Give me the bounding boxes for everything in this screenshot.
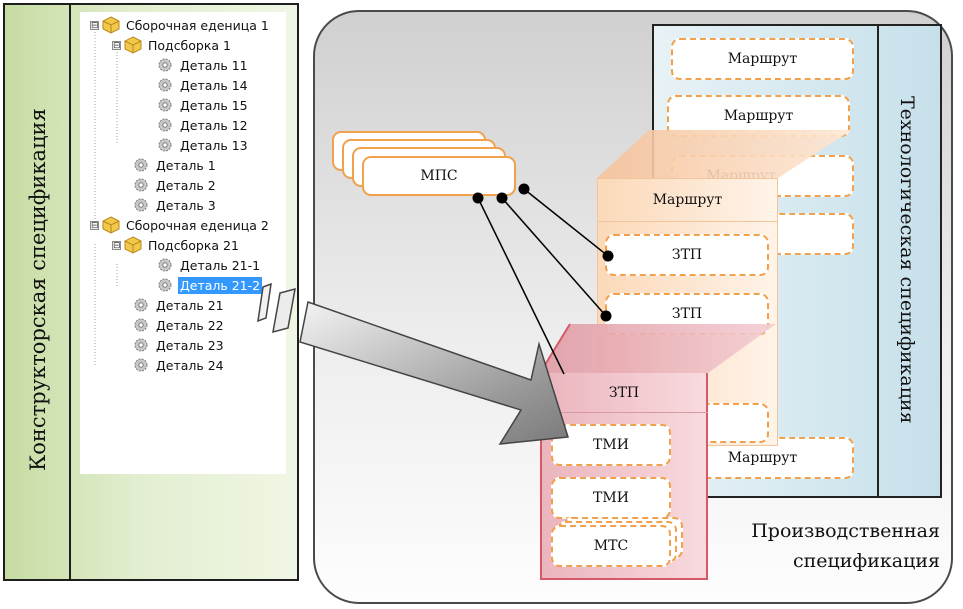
- tree-lines: [94, 32, 118, 366]
- tree-item-label: Деталь 3: [156, 197, 216, 213]
- tech-spec-title: Технологическая спецификация: [896, 96, 918, 424]
- tree-item-part[interactable]: Деталь 1: [132, 155, 218, 175]
- gear-icon: [158, 278, 172, 292]
- tree-item-part[interactable]: Деталь 21-1: [156, 255, 262, 275]
- tree-item-assembly-1[interactable]: ⊟ Сборочная еденица 1: [90, 15, 271, 35]
- gear-icon: [158, 78, 172, 92]
- gear-icon: [134, 178, 148, 192]
- tree-item-label: Деталь 21-2: [178, 276, 263, 294]
- box-icon: [102, 216, 120, 234]
- tree-item-label: Деталь 11: [180, 57, 248, 73]
- tree-item-part[interactable]: Деталь 13: [156, 135, 250, 155]
- collapse-toggle[interactable]: ⊟: [90, 20, 99, 31]
- gear-icon: [158, 138, 172, 152]
- route-block-title: Маршрут: [597, 178, 778, 222]
- tree-item-label: Подсборка 1: [148, 37, 231, 53]
- tree-item-label: Деталь 2: [156, 177, 216, 193]
- tree-item-label: Деталь 13: [180, 137, 248, 153]
- tree-item-label: Деталь 1: [156, 157, 216, 173]
- design-spec-divider: [69, 3, 71, 581]
- tree-item-part[interactable]: Деталь 11: [156, 55, 250, 75]
- tree-item-part[interactable]: Деталь 2: [132, 175, 218, 195]
- selection-arrow: [257, 282, 569, 445]
- gear-icon: [134, 358, 148, 372]
- gear-icon: [134, 338, 148, 352]
- tree-item-assembly-2[interactable]: ⊟ Сборочная еденица 2: [90, 215, 271, 235]
- gear-icon: [158, 98, 172, 112]
- box-icon: [124, 236, 142, 254]
- ztp-block-title: ЗТП: [540, 373, 708, 413]
- tree-item-label: Деталь 23: [156, 337, 224, 353]
- mts-card[interactable]: МТС: [551, 525, 671, 567]
- box-icon: [124, 36, 142, 54]
- tree-item-label: Подсборка 21: [148, 237, 239, 253]
- collapse-toggle[interactable]: ⊟: [90, 220, 99, 231]
- connector-dots: [472, 183, 614, 322]
- tree-item-part[interactable]: Деталь 23: [132, 335, 226, 355]
- tree-item-part[interactable]: Деталь 12: [156, 115, 250, 135]
- tree-item-label: Деталь 21: [156, 297, 224, 313]
- tree-item-subassembly-1[interactable]: ⊟ Подсборка 1: [112, 35, 233, 55]
- tech-spec-divider: [877, 24, 879, 498]
- tree-item-part[interactable]: Деталь 3: [132, 195, 218, 215]
- tree-item-part[interactable]: Деталь 22: [132, 315, 226, 335]
- mps-card[interactable]: [362, 156, 516, 196]
- mps-label: МПС: [420, 168, 458, 184]
- tree-item-label: Деталь 12: [180, 117, 248, 133]
- tree-item-label: Сборочная еденица 2: [126, 217, 269, 233]
- tree-item-part[interactable]: Деталь 24: [132, 355, 226, 375]
- connector-lines: [477, 188, 609, 375]
- tree-item-part[interactable]: Деталь 21: [132, 295, 226, 315]
- gear-icon: [134, 198, 148, 212]
- tmi-card[interactable]: ТМИ: [551, 424, 671, 466]
- tree-item-label: Деталь 15: [180, 97, 248, 113]
- tree-item-label: Деталь 24: [156, 357, 224, 373]
- tree-item-label: Деталь 22: [156, 317, 224, 333]
- tree-item-subassembly-21[interactable]: ⊟ Подсборка 21: [112, 235, 241, 255]
- ztp-card[interactable]: ЗТП: [605, 234, 769, 276]
- gear-icon: [158, 118, 172, 132]
- tree-item-label: Сборочная еденица 1: [126, 17, 269, 33]
- gear-icon: [158, 58, 172, 72]
- tree-item-part-selected[interactable]: Деталь 21-2: [156, 275, 263, 295]
- gear-icon: [134, 158, 148, 172]
- gear-icon: [134, 318, 148, 332]
- route-card[interactable]: Маршрут: [671, 38, 854, 80]
- tree-item-part[interactable]: Деталь 15: [156, 95, 250, 115]
- route-block-top-face: [597, 130, 852, 178]
- box-icon: [102, 16, 120, 34]
- production-spec-title-line1: Производственная: [751, 520, 940, 542]
- gear-icon: [134, 298, 148, 312]
- collapse-toggle[interactable]: ⊟: [112, 40, 121, 51]
- production-spec-title: Производственная спецификация: [700, 516, 940, 576]
- tree-item-part[interactable]: Деталь 14: [156, 75, 250, 95]
- collapse-toggle[interactable]: ⊟: [112, 240, 121, 251]
- assembly-tree: ⊟ Сборочная еденица 1 ⊟ Подсборка 1 Дета…: [80, 12, 286, 474]
- production-spec-title-line2: спецификация: [792, 550, 940, 572]
- tree-item-label: Деталь 21-1: [180, 257, 261, 273]
- gear-icon: [158, 258, 172, 272]
- tree-item-label: Деталь 14: [180, 77, 248, 93]
